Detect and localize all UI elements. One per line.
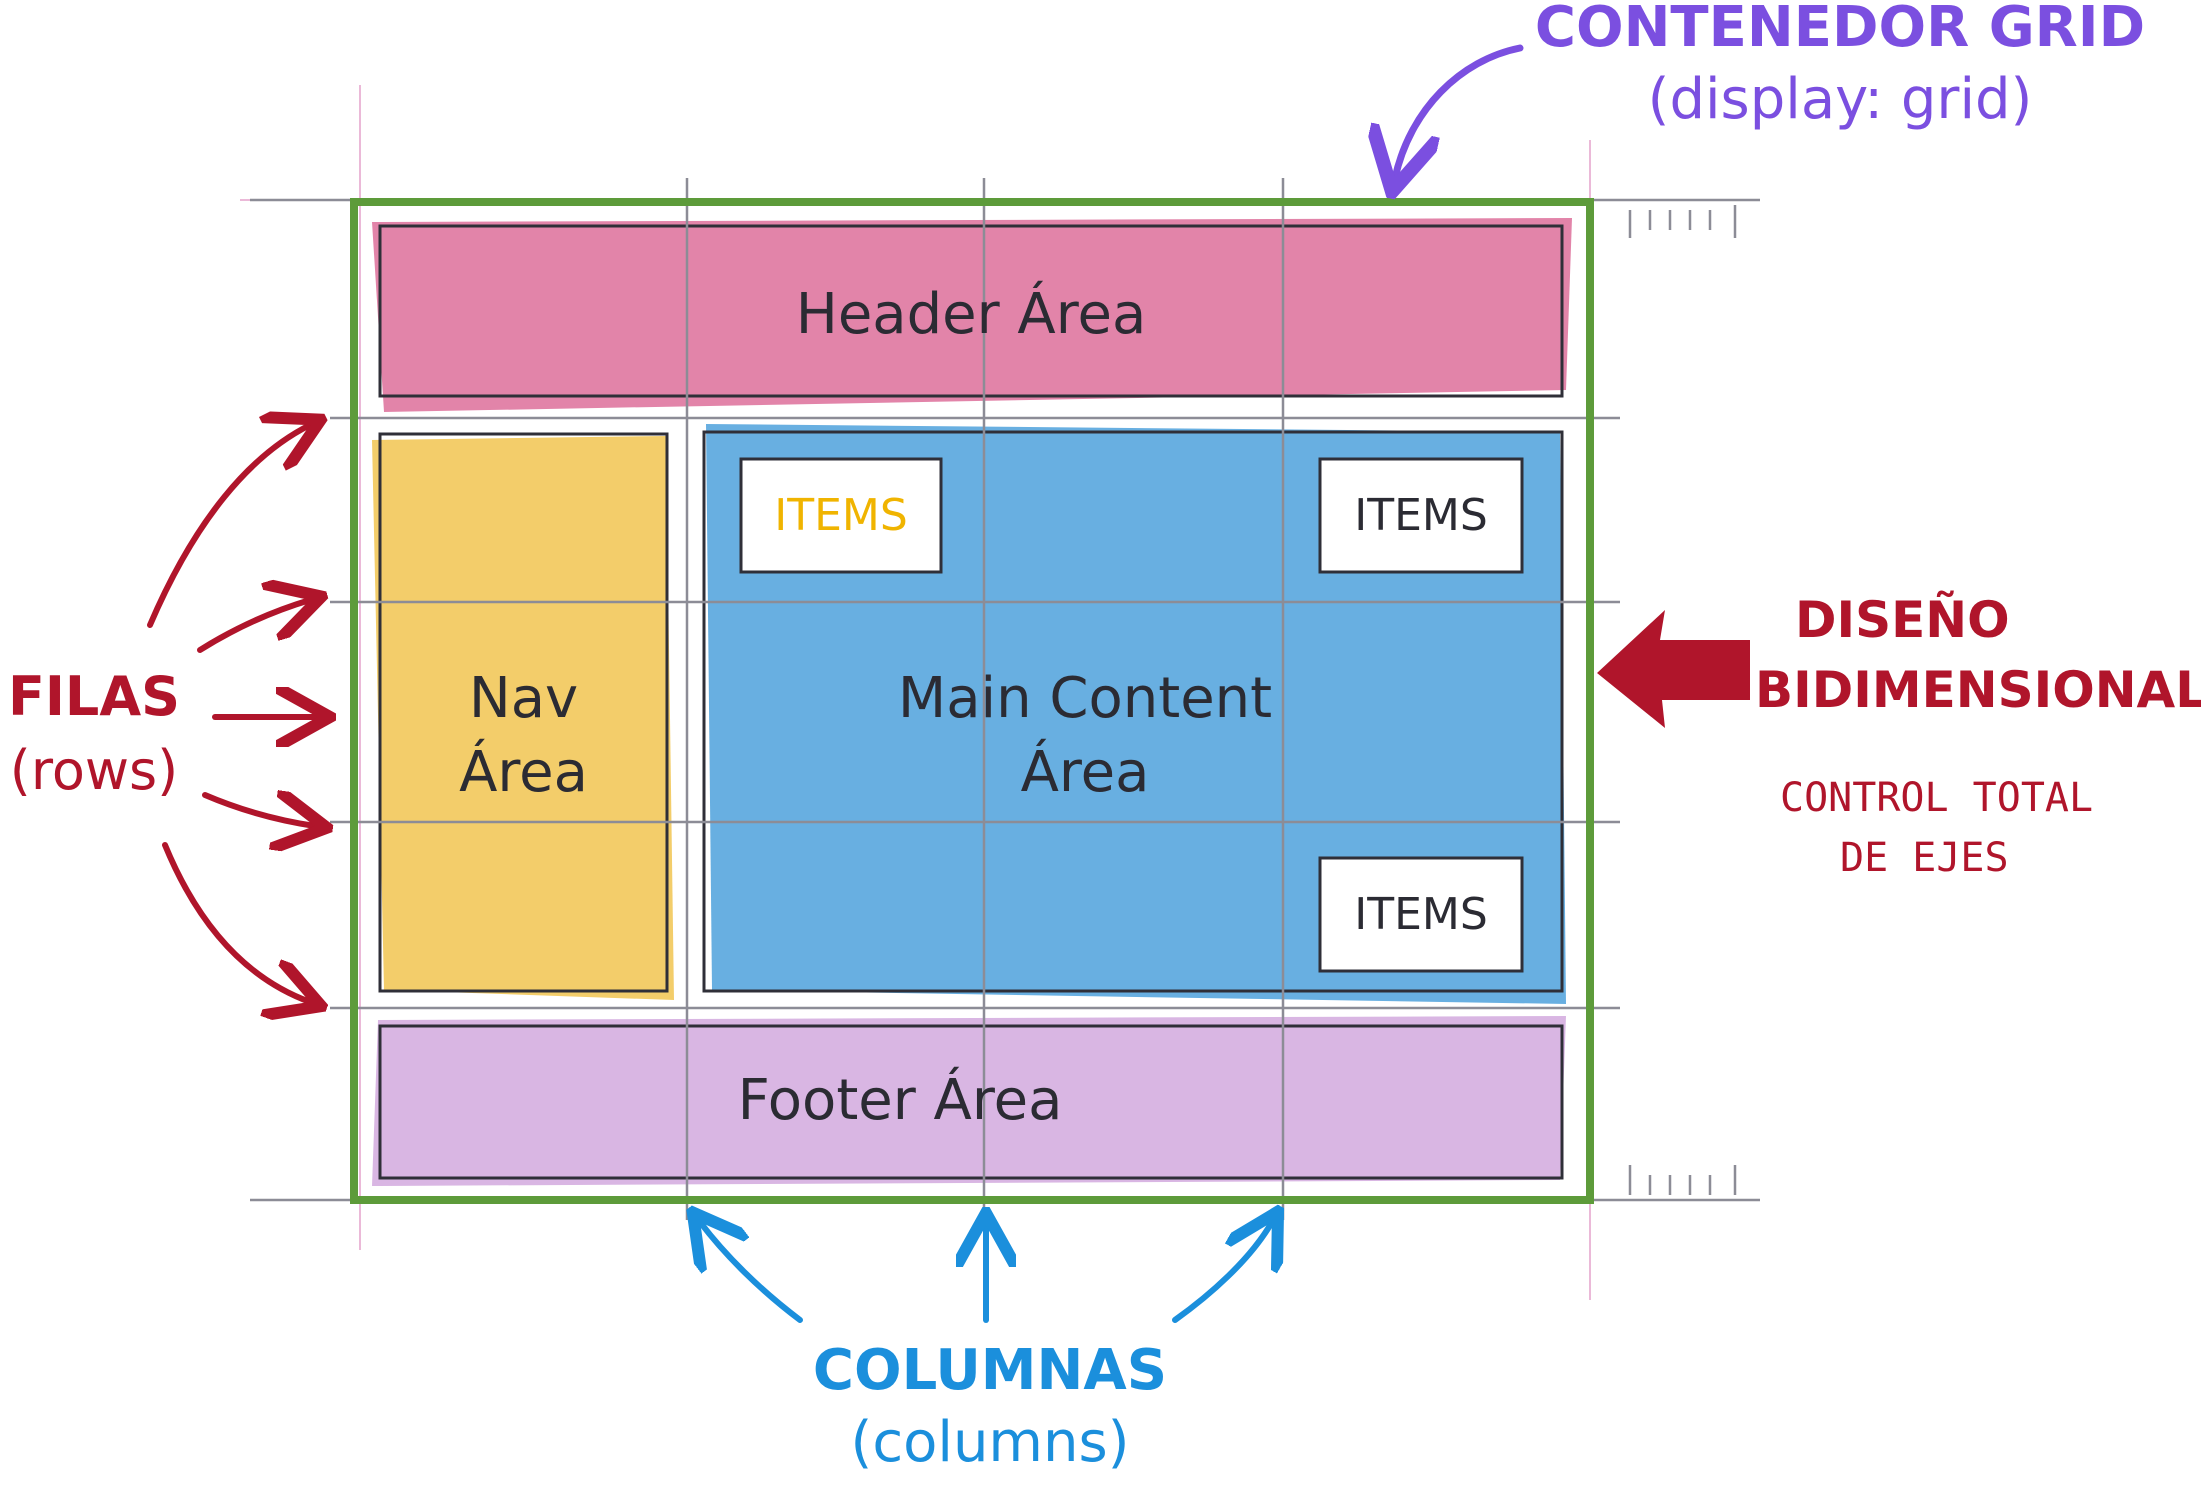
- main-area-label-line2: Área: [1020, 740, 1150, 805]
- design-title: DISEÑO: [1795, 591, 2010, 649]
- nav-area-label-line1: Nav: [468, 666, 579, 731]
- design-note: CONTROL TOTAL DE EJES: [1780, 768, 2180, 888]
- item-box-bottom-right: [1318, 856, 1524, 973]
- columns-title: COLUMNAS: [812, 1338, 1168, 1403]
- rows-label: FILAS (rows): [0, 660, 194, 808]
- design-label: DISEÑO BIDIMENSIONAL: [1755, 585, 2201, 725]
- item-label-top-left: ITEMS: [774, 490, 908, 541]
- item-box-top-right: [1318, 457, 1524, 574]
- columns-label: COLUMNAS (columns): [740, 1335, 1240, 1479]
- item-label-top-right: ITEMS: [1354, 490, 1488, 541]
- main-area-label: Main Content Área: [740, 662, 1430, 810]
- nav-area-box: [378, 432, 669, 993]
- main-area-box: [702, 430, 1564, 993]
- columns-subtitle: (columns): [850, 1410, 1130, 1475]
- header-area-box: [378, 224, 1564, 398]
- footer-area-box: [378, 1024, 1564, 1180]
- nav-area-fill: [372, 436, 674, 1000]
- header-area-fill: [372, 218, 1572, 412]
- design-subtitle: BIDIMENSIONAL: [1755, 661, 2201, 719]
- design-note-line1: CONTROL TOTAL: [1780, 775, 2094, 821]
- nav-area-label: Nav Área: [380, 662, 667, 810]
- rows-title: FILAS: [7, 665, 181, 728]
- item-box-top-left: [739, 457, 943, 574]
- rows-arrows: [147, 425, 318, 1002]
- footer-area-fill: [372, 1016, 1566, 1186]
- nav-area-label-line2: Área: [459, 740, 588, 805]
- ruler-ticks: [1628, 205, 1737, 1195]
- design-note-line2: DE EJES: [1840, 835, 2009, 881]
- container-title: CONTENEDOR GRID: [1534, 0, 2146, 60]
- container-subtitle: (display: grid): [1647, 67, 2033, 132]
- footer-area-label: Footer Área: [737, 1068, 1063, 1133]
- rows-subtitle: (rows): [9, 739, 179, 802]
- container-label: CONTENEDOR GRID (display: grid): [1530, 0, 2150, 136]
- design-arrow: [1597, 610, 1750, 728]
- grid-container-border: [350, 198, 1594, 1204]
- header-area-label: Header Área: [795, 282, 1147, 347]
- main-area-label-line1: Main Content: [897, 666, 1273, 731]
- item-label-bottom-right: ITEMS: [1354, 889, 1488, 940]
- container-arrow: [1395, 44, 1524, 178]
- columns-arrows: [700, 1222, 1272, 1323]
